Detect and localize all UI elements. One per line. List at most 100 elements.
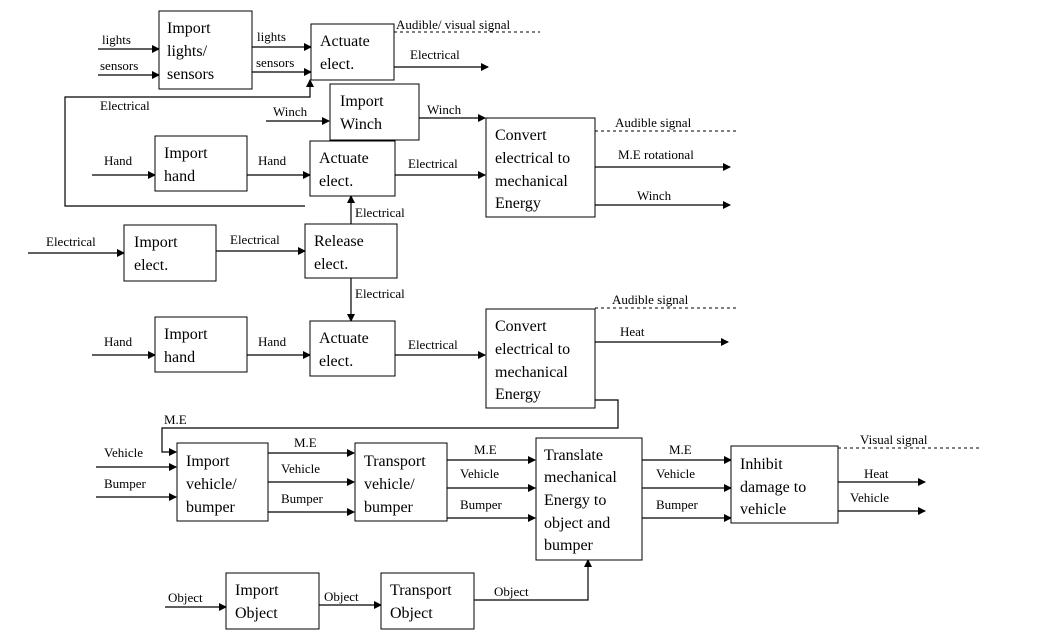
block-text-line: Inhibit bbox=[740, 456, 783, 473]
flow-label-electrical-release-down: Electrical bbox=[355, 286, 405, 301]
block-text-line: elect. bbox=[319, 353, 353, 370]
block-actuate-elect-mid: Actuate elect. bbox=[309, 140, 396, 197]
block-box bbox=[304, 223, 398, 279]
flow-label-object-mid: Object bbox=[324, 589, 359, 604]
block-text-line: Release bbox=[314, 233, 364, 250]
flow-label-electrical-to-convert-1: Electrical bbox=[408, 156, 458, 171]
flow-label-vehicle-2: Vehicle bbox=[281, 461, 320, 476]
flow-label-lights-in: lights bbox=[102, 32, 131, 47]
block-text-line: Convert bbox=[495, 318, 547, 335]
block-text-line: elect. bbox=[134, 257, 168, 274]
block-text-line: Import bbox=[164, 145, 208, 162]
block-text-line: Import bbox=[167, 20, 211, 37]
block-transport-object: Transport Object bbox=[380, 572, 475, 630]
block-text-line: vehicle/ bbox=[364, 476, 415, 493]
flow-label-me-rotational: M.E rotational bbox=[618, 147, 694, 162]
flow-label-lights-mid: lights bbox=[257, 29, 286, 44]
flow-label-sensors-mid: sensors bbox=[256, 55, 294, 70]
flow-label-heat-out: Heat bbox=[864, 466, 889, 481]
block-box bbox=[329, 83, 420, 141]
flow-label-electrical-in: Electrical bbox=[46, 234, 96, 249]
flow-label-winch-mid: Winch bbox=[427, 102, 462, 117]
flow-label-electrical-loop: Electrical bbox=[100, 98, 150, 113]
block-text-line: Energy bbox=[495, 386, 541, 403]
block-box bbox=[158, 10, 253, 90]
block-import-hand-1: Import hand bbox=[154, 135, 248, 192]
block-text-line: Energy bbox=[495, 195, 541, 212]
block-text-line: Import bbox=[186, 453, 230, 470]
block-text-line: sensors bbox=[167, 66, 214, 83]
block-box bbox=[485, 308, 596, 409]
block-convert-electrical-1: Convert electrical to mechanical Energy bbox=[485, 117, 596, 218]
flow-label-visual-signal: Visual signal bbox=[860, 432, 928, 447]
flow-label-electrical-to-convert-2: Electrical bbox=[408, 337, 458, 352]
block-text-line: Object bbox=[235, 605, 278, 622]
block-import-hand-2: Import hand bbox=[154, 316, 248, 373]
flow-label-hand-mid-1: Hand bbox=[258, 153, 287, 168]
block-inhibit-damage: Inhibit damage to vehicle bbox=[730, 445, 839, 524]
flow-label-audible-signal-1: Audible signal bbox=[615, 115, 692, 130]
flow-label-electrical-release-up: Electrical bbox=[355, 205, 405, 220]
block-actuate-elect-top: Actuate elect. bbox=[310, 23, 395, 81]
block-text-line: Winch bbox=[340, 116, 382, 133]
block-text-line: hand bbox=[164, 349, 195, 366]
block-text-line: mechanical bbox=[495, 364, 568, 381]
block-text-line: object and bbox=[544, 515, 610, 532]
block-text-line: Transport bbox=[364, 453, 426, 470]
block-box bbox=[123, 224, 217, 282]
flow-label-vehicle-out: Vehicle bbox=[850, 490, 889, 505]
block-box bbox=[154, 135, 248, 192]
block-translate-mechanical-energy: Translate mechanical Energy to object an… bbox=[535, 437, 643, 561]
block-import-lights-sensors: Import lights/ sensors bbox=[158, 10, 253, 90]
block-transport-vehicle-bumper: Transport vehicle/ bumper bbox=[354, 442, 448, 522]
flow-label-me-4: M.E bbox=[669, 442, 692, 457]
flow-label-object-out: Object bbox=[494, 584, 529, 599]
flow-label-vehicle-4: Vehicle bbox=[656, 466, 695, 481]
block-box bbox=[310, 23, 395, 81]
block-text-line: hand bbox=[164, 168, 195, 185]
flow-label-electrical-out-top: Electrical bbox=[410, 47, 460, 62]
block-box bbox=[380, 572, 475, 630]
block-box bbox=[535, 437, 643, 561]
flow-label-bumper-3: Bumper bbox=[460, 497, 503, 512]
block-text-line: vehicle/ bbox=[186, 476, 237, 493]
connectors bbox=[28, 31, 982, 611]
block-text-line: damage to bbox=[740, 479, 806, 496]
block-box bbox=[730, 445, 839, 524]
block-text-line: Import bbox=[340, 93, 384, 110]
flow-label-me-3: M.E bbox=[474, 442, 497, 457]
block-text-line: Import bbox=[235, 582, 279, 599]
block-text-line: electrical to bbox=[495, 341, 570, 358]
block-text-line: Convert bbox=[495, 127, 547, 144]
flow-label-sensors-in: sensors bbox=[100, 58, 138, 73]
block-release-elect: Release elect. bbox=[304, 223, 398, 279]
flow-label-audible-signal-2: Audible signal bbox=[612, 292, 689, 307]
block-box bbox=[309, 140, 396, 197]
flow-label-hand-in-1: Hand bbox=[104, 153, 133, 168]
block-text-line: elect. bbox=[319, 173, 353, 190]
block-text-line: Import bbox=[134, 234, 178, 251]
block-text-line: elect. bbox=[320, 56, 354, 73]
block-convert-electrical-2: Convert electrical to mechanical Energy bbox=[485, 308, 596, 409]
block-text-line: Translate bbox=[544, 447, 603, 464]
block-box bbox=[354, 442, 448, 522]
block-import-object: Import Object bbox=[225, 572, 320, 630]
flow-label-bumper-2: Bumper bbox=[281, 491, 324, 506]
block-import-elect: Import elect. bbox=[123, 224, 217, 282]
block-actuate-elect-low: Actuate elect. bbox=[309, 320, 396, 377]
flow-label-electrical-import-release: Electrical bbox=[230, 232, 280, 247]
flow-label-winch-in: Winch bbox=[273, 104, 308, 119]
flow-label-vehicle-in: Vehicle bbox=[104, 445, 143, 460]
block-text-line: Energy to bbox=[544, 492, 606, 509]
flow-label-heat-1: Heat bbox=[620, 324, 645, 339]
block-text-line: mechanical bbox=[495, 173, 568, 190]
block-text-line: mechanical bbox=[544, 469, 617, 486]
block-text-line: vehicle bbox=[740, 501, 786, 518]
flow-label-me-loop: M.E bbox=[164, 412, 187, 427]
block-text-line: Actuate bbox=[320, 33, 370, 50]
block-text-line: Import bbox=[164, 326, 208, 343]
block-import-vehicle-bumper: Import vehicle/ bumper bbox=[176, 442, 269, 522]
flow-label-object-in: Object bbox=[168, 590, 203, 605]
block-text-line: bumper bbox=[186, 499, 236, 516]
